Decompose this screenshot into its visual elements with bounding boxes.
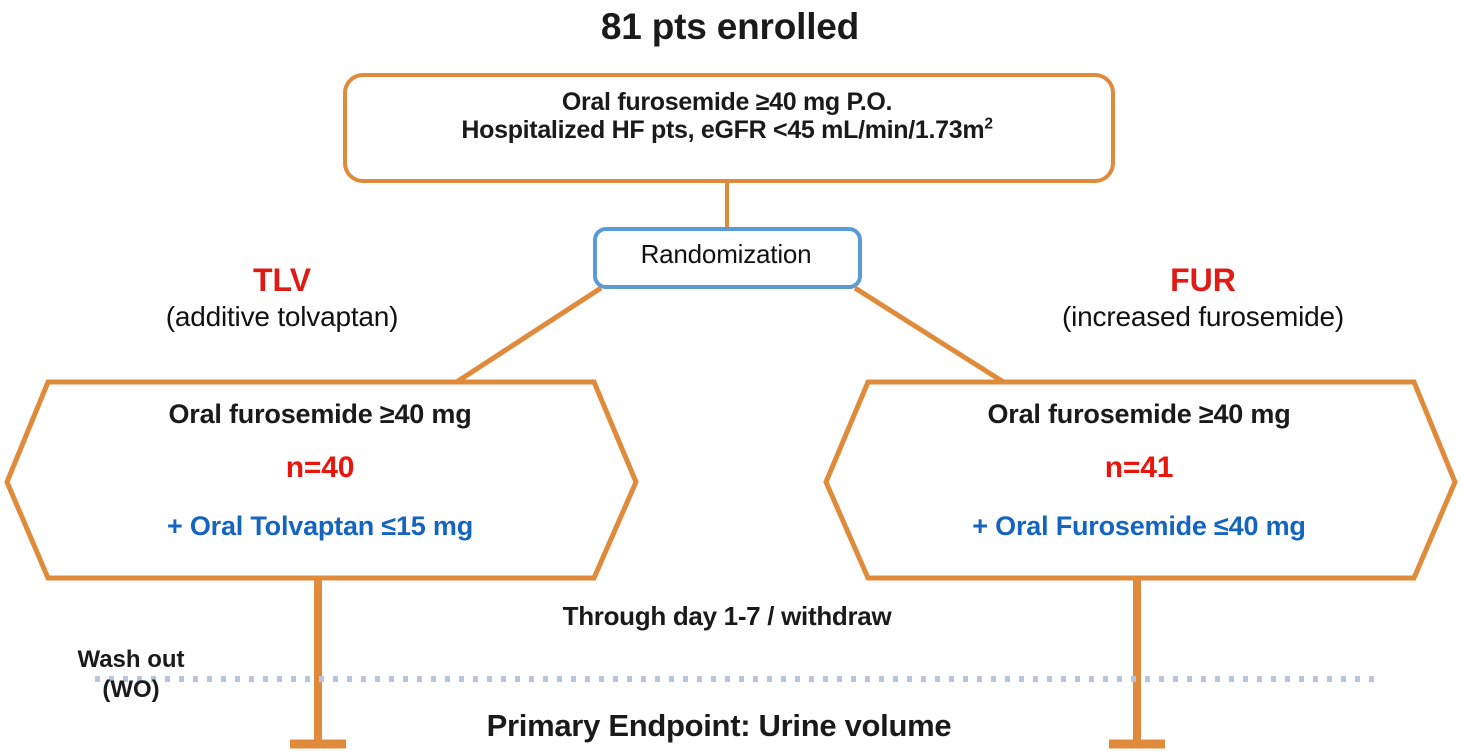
washout-annotation: Wash out (WO) (77, 645, 184, 705)
washout-line-2: (WO) (102, 676, 160, 703)
connector-randomization-to-tlv (453, 285, 603, 386)
tlv-added-therapy: + Oral Tolvaptan ≤15 mg (166, 510, 474, 541)
fur-arm-header: FUR (increased furosemide) (1062, 264, 1344, 331)
criteria-line-2: Hospitalized HF pts, eGFR <45 mL/min/1.7… (461, 115, 993, 144)
fur-sample-size: n=41 (1104, 451, 1174, 485)
page-title: 81 pts enrolled (600, 6, 860, 47)
tlv-background-therapy: Oral furosemide ≥40 mg (168, 399, 472, 429)
washout-line-1: Wash out (77, 646, 185, 673)
fur-added-therapy: + Oral Furosemide ≤40 mg (972, 510, 1306, 541)
fur-background-therapy: Oral furosemide ≥40 mg (987, 399, 1291, 429)
tlv-hexagon-text: Oral furosemide ≥40 mg n=40 + Oral Tolva… (167, 399, 473, 541)
fur-arm-code: FUR (1170, 262, 1236, 298)
fur-hexagon-text: Oral furosemide ≥40 mg n=41 + Oral Furos… (972, 399, 1306, 541)
through-day-annotation: Through day 1-7 / withdraw (562, 601, 892, 631)
tlv-sample-size: n=40 (285, 451, 355, 485)
criteria-line-2-text: Hospitalized HF pts, eGFR <45 mL/min/1.7… (461, 116, 985, 144)
criteria-line-2-superscript: 2 (984, 115, 993, 133)
criteria-box-text: Oral furosemide ≥40 mg P.O. Hospitalized… (461, 88, 993, 144)
tlv-arm-code: TLV (252, 262, 312, 298)
randomization-label: Randomization (640, 239, 812, 269)
primary-endpoint-label: Primary Endpoint: Urine volume (486, 708, 952, 743)
tlv-arm-description: (additive tolvaptan) (165, 301, 399, 332)
connector-randomization-to-fur (853, 285, 1007, 386)
criteria-line-1: Oral furosemide ≥40 mg P.O. (561, 88, 893, 116)
tlv-arm-header: TLV (additive tolvaptan) (166, 264, 399, 331)
fur-arm-description: (increased furosemide) (1062, 301, 1344, 332)
